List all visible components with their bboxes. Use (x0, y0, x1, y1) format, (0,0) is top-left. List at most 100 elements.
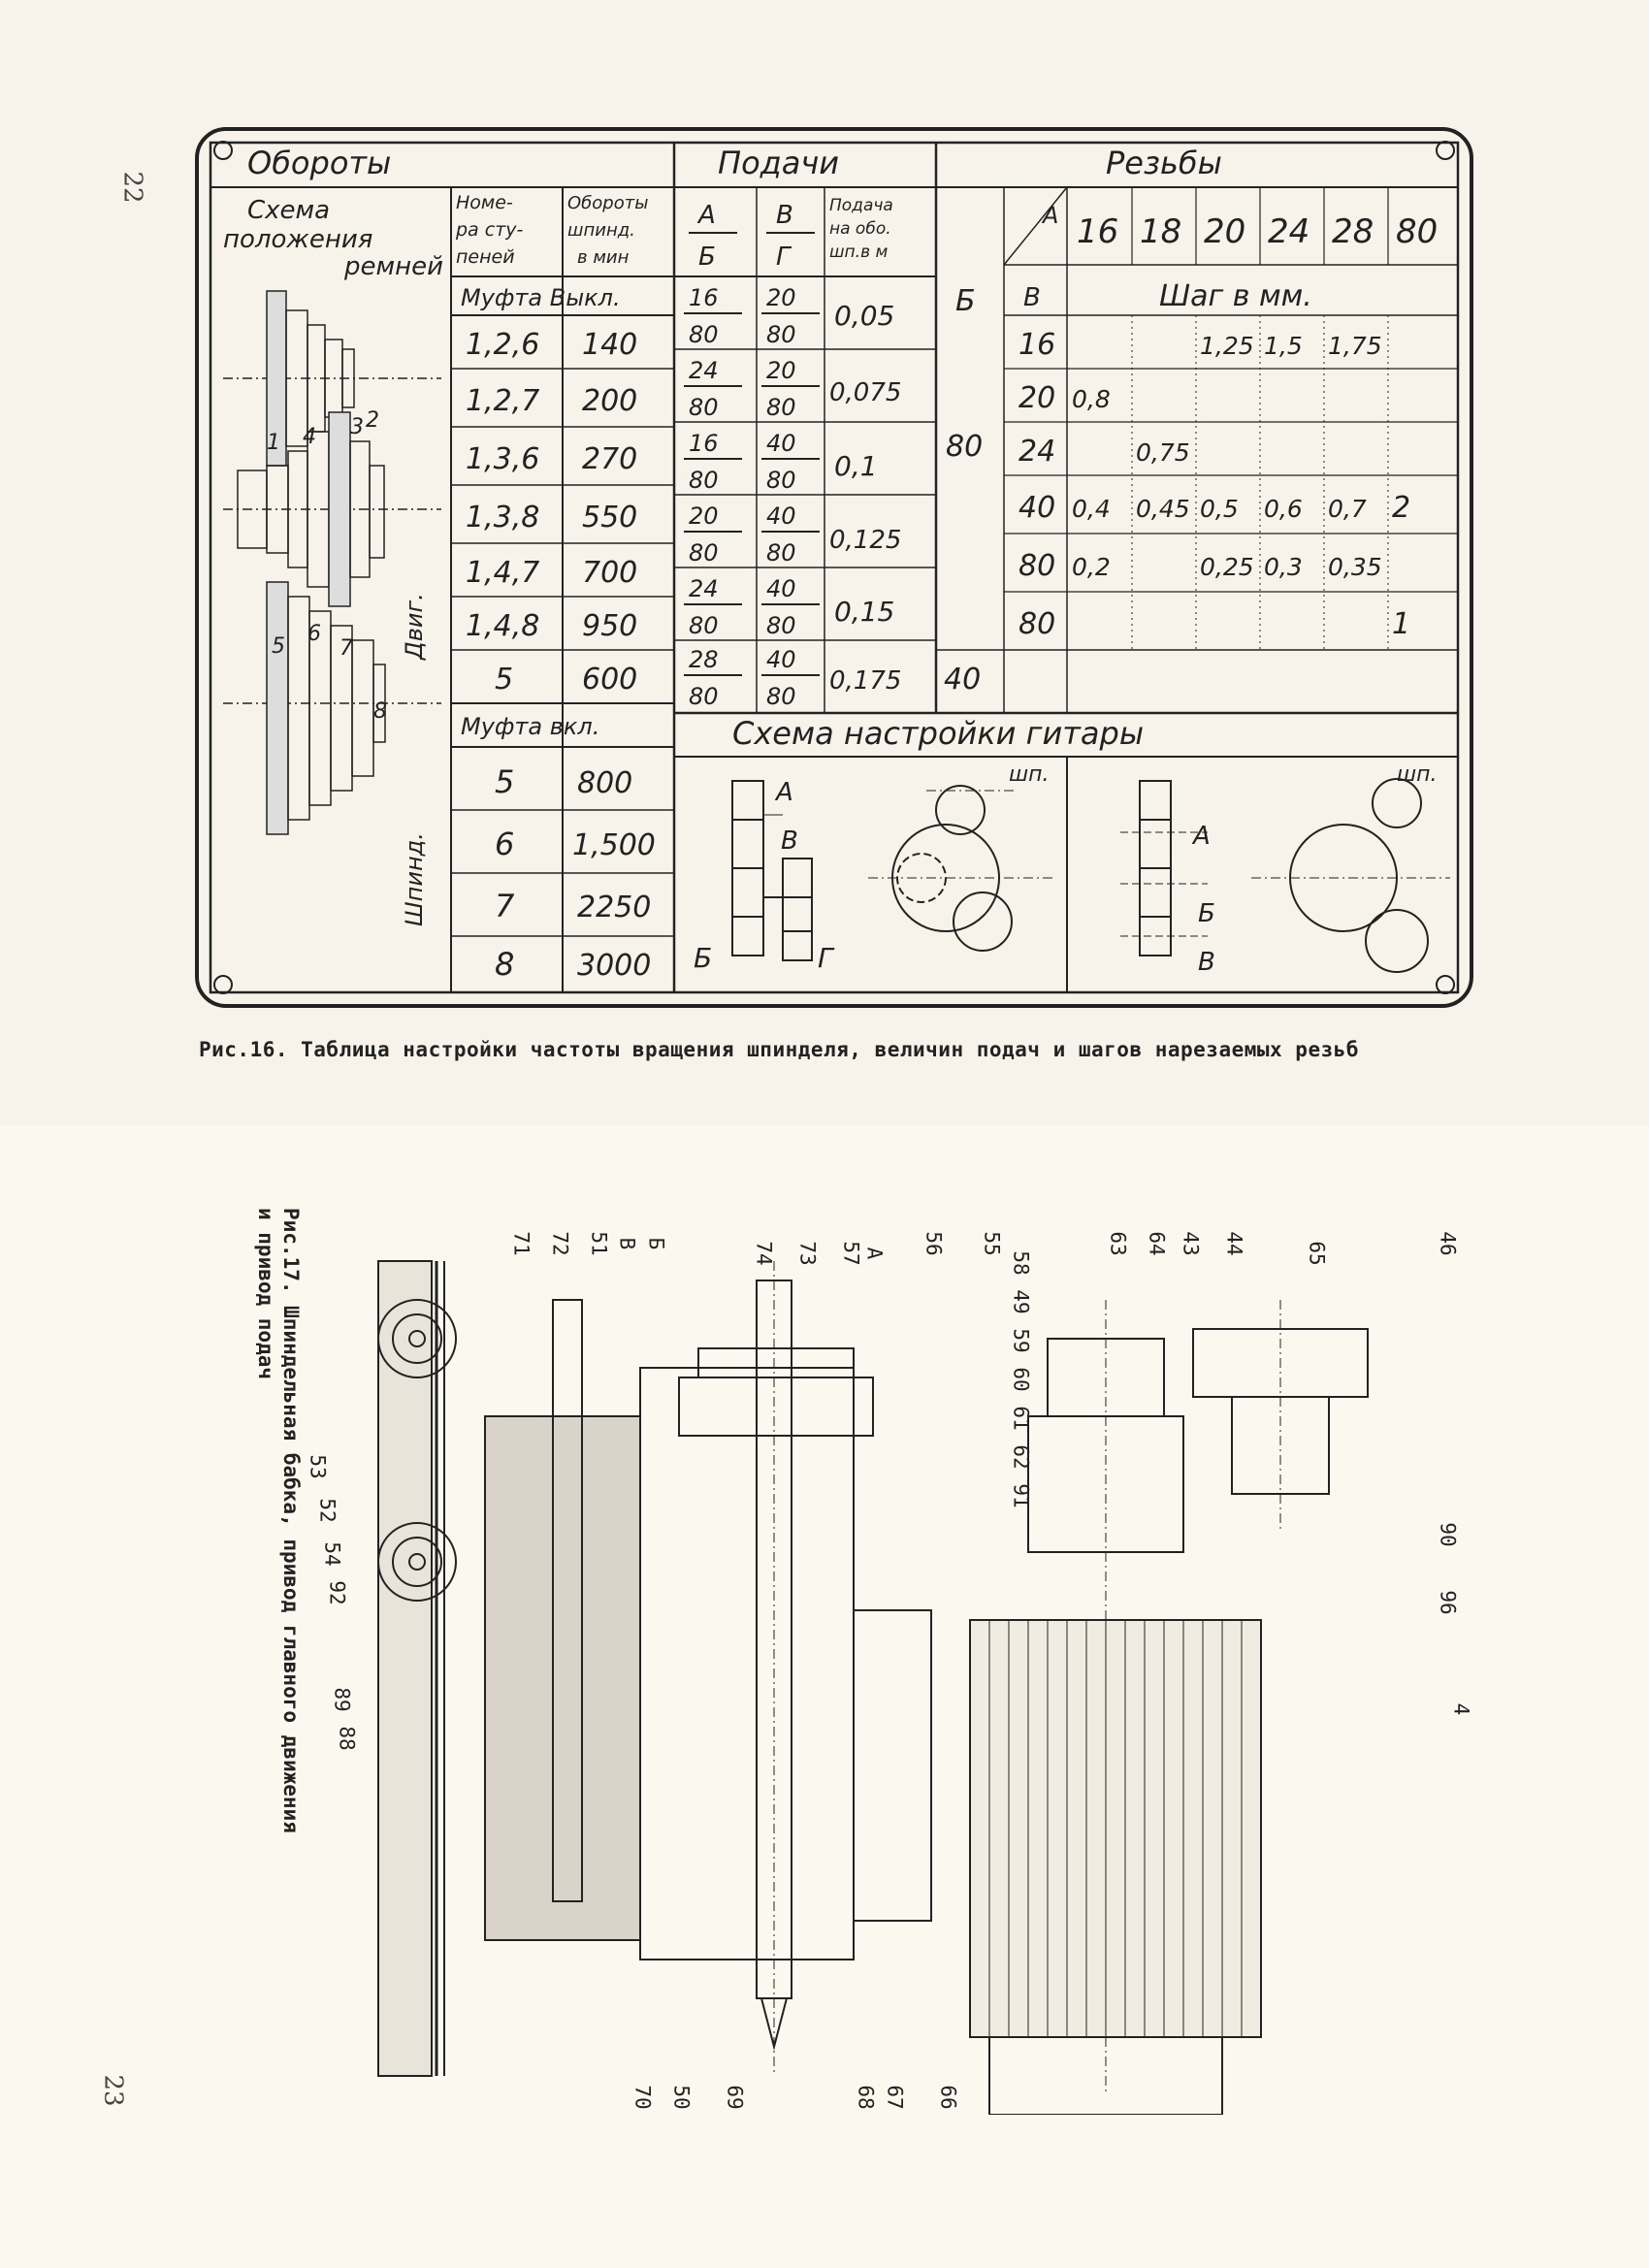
thread-pitch-cell: 0,5 (1200, 495, 1239, 523)
screw-hole-bl (213, 975, 233, 994)
feed-header-2: на обо. (829, 219, 891, 239)
guitar-left-a: А (774, 778, 793, 807)
feed-value: 0,05 (834, 300, 894, 332)
rows-off: 1,2,6 140 1,2,7 200 1,3,6 270 1,3,8 550 … (466, 328, 637, 697)
feed-b-num: 80 (689, 394, 719, 421)
belt-num-5: 5 (272, 634, 285, 659)
steps-header-3: пеней (456, 246, 515, 268)
rpm-cell: 270 (582, 442, 637, 476)
page-number-bottom: 23 (98, 2074, 128, 2107)
thread-v-value: 80 (1018, 549, 1055, 583)
thread-corner-v: В (1023, 283, 1041, 312)
callout-label: 92 (325, 1580, 349, 1605)
belt-scheme-line2: положения (223, 225, 372, 254)
steps-header-2: ра сту- (455, 219, 524, 241)
feed-b-num: 80 (689, 539, 719, 567)
settings-table: Обороты Подачи Резьбы Схема положения ре… (195, 127, 1473, 1008)
belt-scheme-line3: ремней (343, 252, 443, 281)
thread-corner-a: А (1041, 202, 1058, 229)
rpm-cell: 200 (582, 384, 637, 418)
callout-label: 4 (1449, 1702, 1473, 1716)
feed-a-num: 28 (689, 646, 719, 673)
step-cell: 5 (495, 663, 513, 697)
page-number-top: 22 (117, 171, 147, 204)
callout-label: 66 (936, 2085, 960, 2110)
guitar-left-v: В (781, 826, 798, 856)
callout-label: 96 (1436, 1590, 1460, 1615)
rpm-header-1: Обороты (567, 193, 648, 213)
thread-pitch-cell: 0,6 (1264, 495, 1303, 523)
feed-value: 0,15 (834, 596, 894, 628)
thread-pitch-cell: 0,8 (1072, 385, 1111, 413)
feed-g: Г (776, 243, 792, 272)
b-value-40: 40 (944, 663, 981, 697)
feed-g-num: 80 (766, 612, 796, 639)
a-value: 20 (1204, 212, 1245, 251)
step-cell: 5 (495, 763, 514, 800)
guitar-left-g: Г (818, 942, 835, 974)
callout-label: 91 (1009, 1483, 1033, 1508)
feed-value: 0,075 (829, 378, 901, 407)
spindle-label: Шпинд. (401, 832, 428, 926)
feed-v-num: 40 (766, 430, 796, 457)
guitar-right-a: А (1191, 822, 1211, 851)
guitar-right-v: В (1198, 948, 1215, 977)
guitar-title: Схема настройки гитары (732, 715, 1144, 752)
thread-pitch-cell: 0,3 (1264, 553, 1303, 581)
feed-b-num: 80 (689, 467, 719, 494)
step-cell: 1,4,7 (466, 556, 539, 590)
callout-label: 69 (723, 2085, 747, 2110)
feed-v-num: 40 (766, 575, 796, 602)
rpm-header-3: в мин (577, 247, 630, 268)
feed-b: Б (698, 243, 716, 272)
pitch-label: Шаг в мм. (1159, 279, 1312, 313)
spindle-head-drawing (377, 1260, 1369, 2115)
steps-header-1: Номе- (456, 192, 513, 213)
thread-pitch-cell: 2 (1392, 491, 1410, 525)
clutch-off-label: Муфта Выкл. (461, 284, 621, 311)
thread-pitch-cell: 0,7 (1328, 495, 1367, 523)
feed-a-num: 16 (689, 430, 719, 457)
belt-num-6: 6 (307, 622, 321, 646)
a-value: 18 (1140, 212, 1181, 251)
feed-v: В (776, 201, 793, 230)
callout-label: 49 (1009, 1289, 1033, 1314)
callout-label: 74 (752, 1241, 776, 1266)
callout-label: 73 (795, 1241, 820, 1266)
feed-header-1: Подача (829, 196, 893, 215)
callout-label: 58 (1009, 1250, 1033, 1276)
thread-pitch-cell: 1,75 (1328, 332, 1382, 360)
page-23 (0, 1125, 1649, 2268)
guitar-right-b: Б (1198, 899, 1215, 928)
belt-pulley-diagram (223, 290, 441, 835)
callout-label: 60 (1009, 1367, 1033, 1392)
rpm-cell: 140 (582, 328, 637, 362)
callout-label: 71 (509, 1231, 534, 1256)
thread-v-value: 40 (1018, 491, 1055, 525)
feed-g-num: 80 (766, 321, 796, 348)
callout-label: Б (644, 1237, 668, 1250)
step-cell: 6 (495, 826, 514, 862)
callout-label: В (615, 1237, 639, 1250)
thread-v-value: 24 (1018, 435, 1055, 469)
feed-a-num: 24 (689, 575, 719, 602)
figure-17-caption-line2: и привод подач (254, 1208, 277, 1380)
guitar-left-diagram (731, 780, 1052, 961)
thread-v-value: 20 (1018, 381, 1055, 415)
belt-scheme-line1: Схема (247, 196, 330, 225)
belt-num-2: 2 (366, 408, 379, 433)
rpm-cell: 1,500 (572, 828, 656, 862)
feed-value: 0,1 (834, 450, 878, 482)
callout-label: 63 (1106, 1231, 1130, 1256)
belt-scheme-label: Схема (247, 196, 330, 225)
figure-17-caption: Рис.17. Шпиндельная бабка, привод главно… (242, 1208, 303, 1887)
callout-label: 50 (669, 2085, 694, 2110)
belt-num-4: 4 (303, 425, 316, 449)
feed-a-num: 20 (689, 502, 719, 530)
callout-label: 59 (1009, 1328, 1033, 1353)
rpm-cell: 800 (577, 766, 632, 800)
callout-label: 44 (1222, 1231, 1246, 1256)
step-cell: 1,2,7 (466, 384, 539, 418)
feed-a-num: 16 (689, 284, 719, 311)
callout-label: 62 (1009, 1444, 1033, 1470)
